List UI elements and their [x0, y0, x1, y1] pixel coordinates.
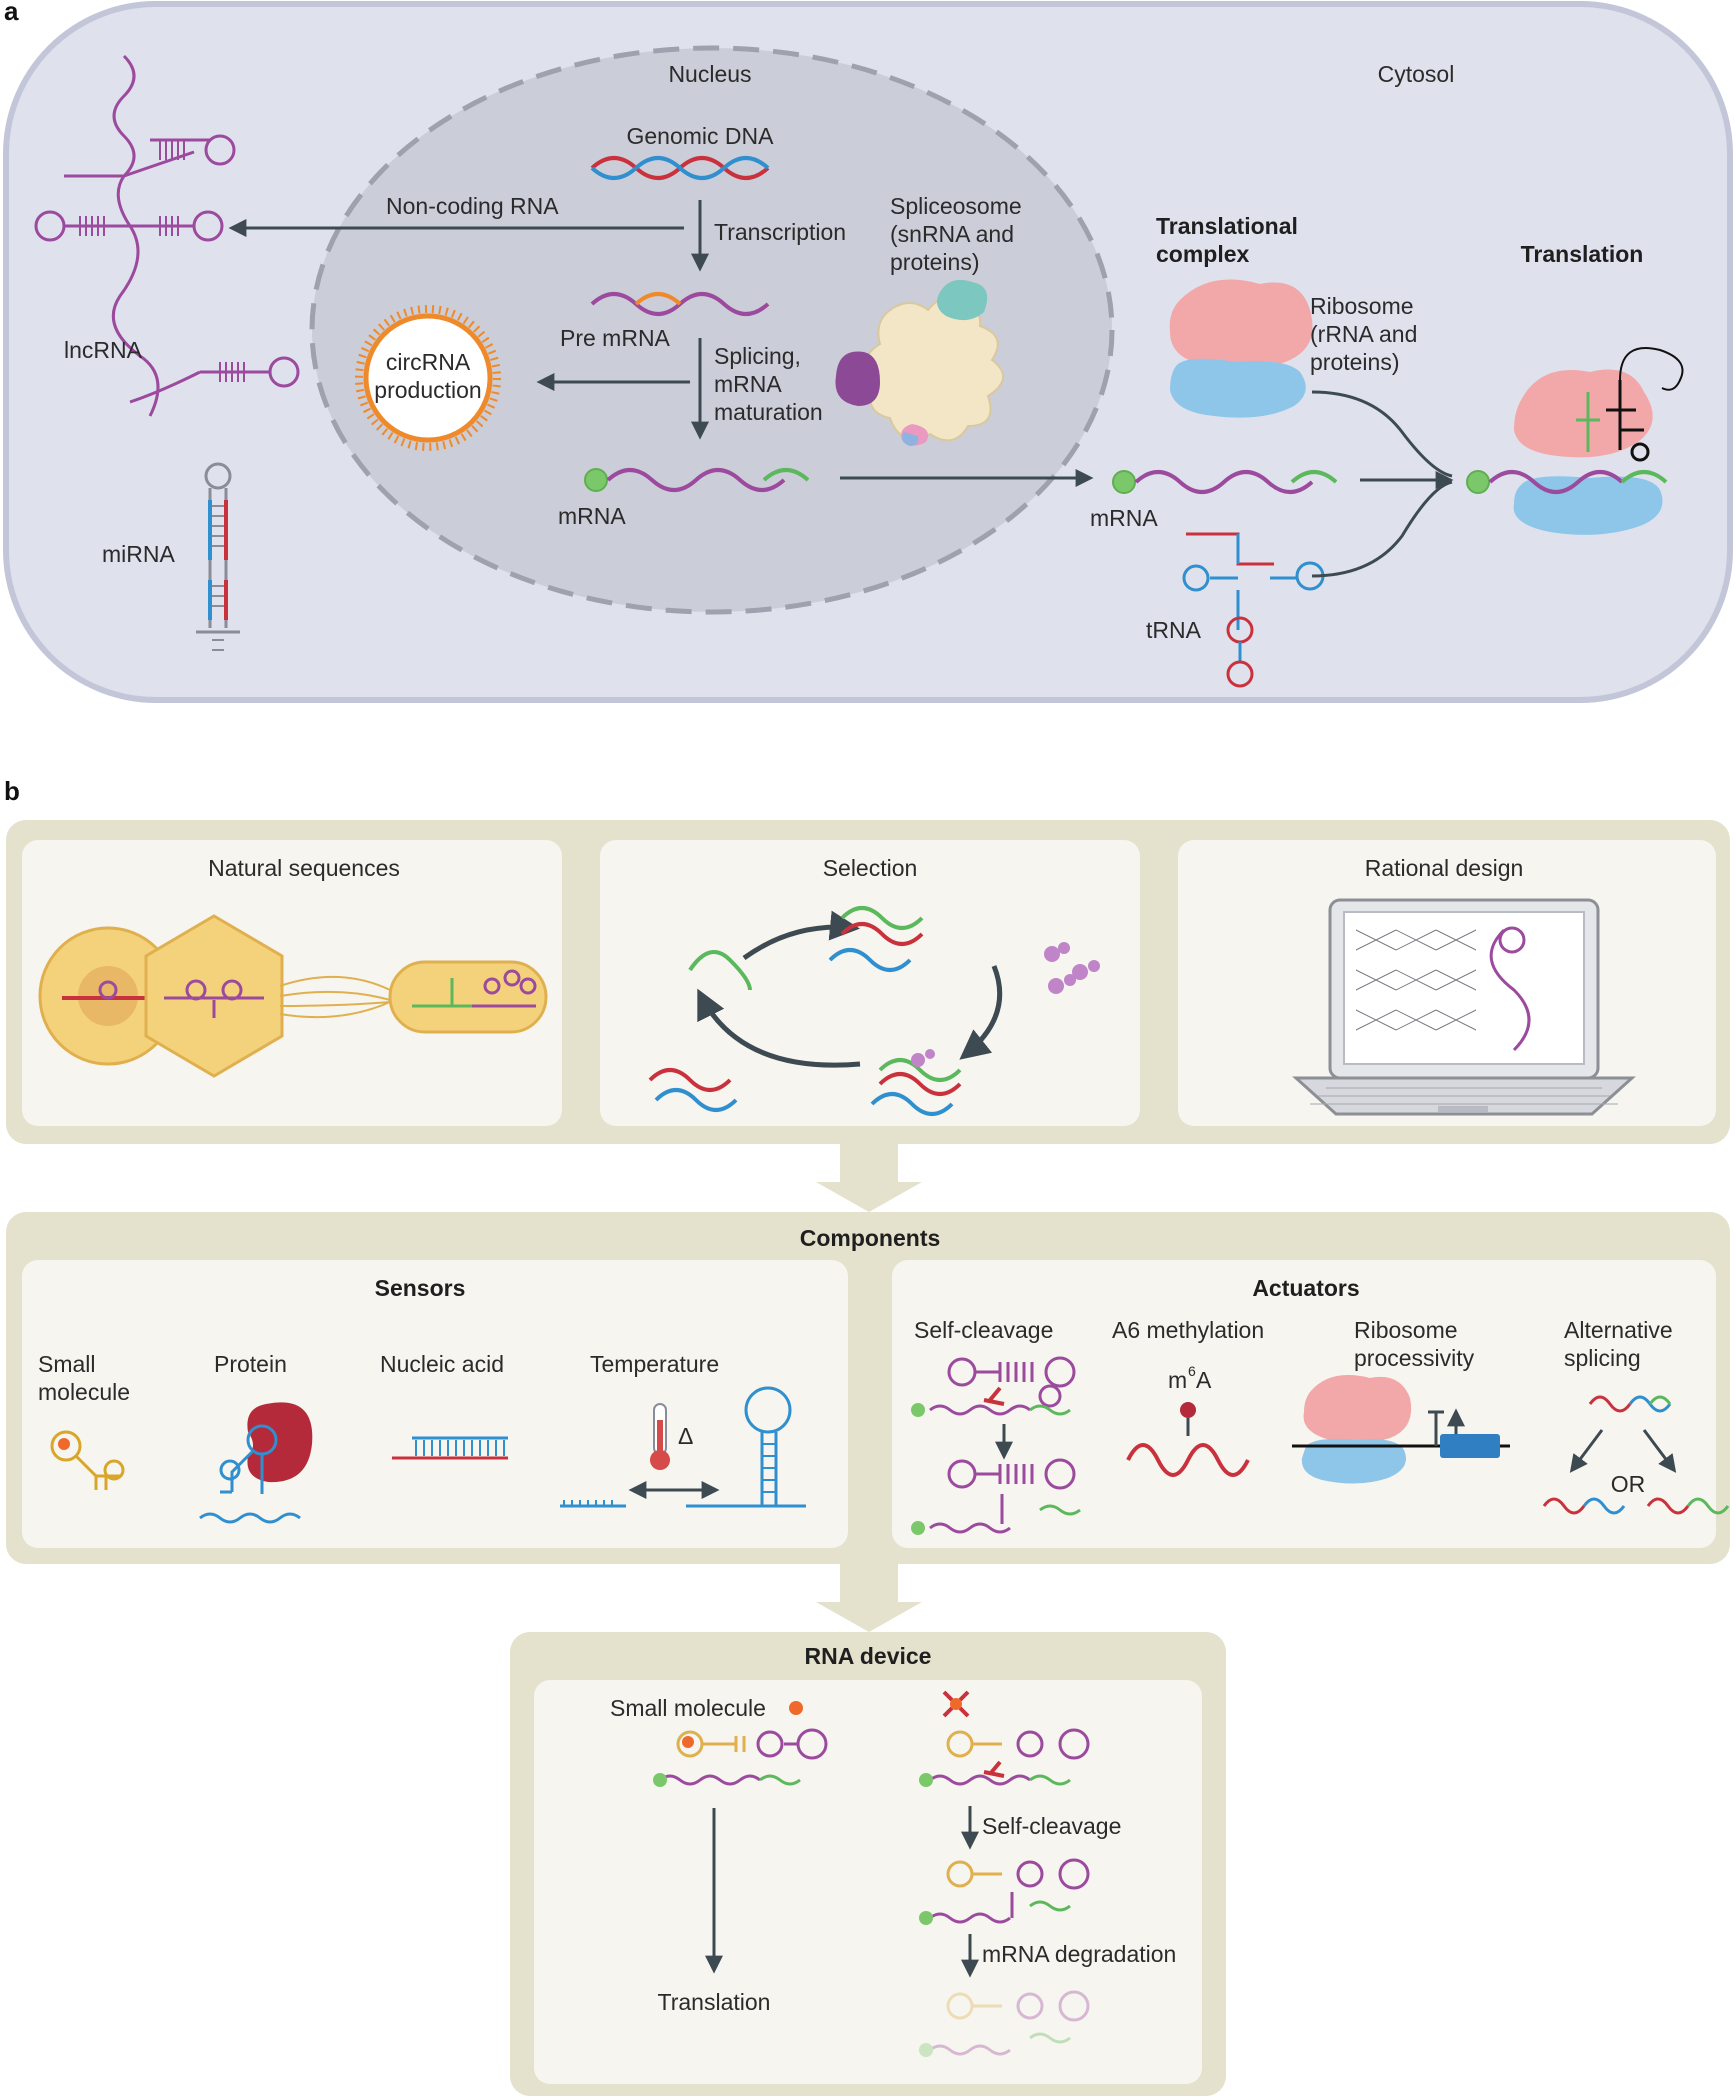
temperature-delta: Δ — [678, 1423, 693, 1449]
splicing-label-2: mRNA — [714, 371, 782, 397]
m6a-a: A — [1196, 1367, 1212, 1393]
panel-a-letter: a — [4, 0, 19, 26]
m6a-illustration: m 6 A — [1126, 1363, 1250, 1477]
m6a-m: m — [1168, 1367, 1187, 1393]
or-label: OR — [1611, 1471, 1646, 1497]
genomic-dna-label: Genomic DNA — [627, 123, 775, 149]
device-unbound-construct — [919, 1728, 1090, 1787]
nucleic-acid-sensor-icon — [392, 1436, 508, 1460]
splicing-label-1: Splicing, — [714, 343, 801, 369]
protein-sensor-icon — [199, 1402, 313, 1524]
protein-label: Protein — [214, 1351, 287, 1377]
ribosome-processivity-illustration — [1292, 1375, 1510, 1484]
trna-label: tRNA — [1146, 617, 1202, 643]
self-cleavage-label: Self-cleavage — [914, 1317, 1053, 1343]
mrna-nucleus-label: mRNA — [558, 503, 626, 529]
ribosome-illustration — [1169, 279, 1313, 418]
selection-illustration — [648, 906, 1100, 1116]
nucleus-label: Nucleus — [668, 61, 751, 87]
translation-illustration — [1466, 347, 1684, 535]
lncrna-stems — [79, 140, 245, 382]
translational-complex-label-2: complex — [1156, 241, 1250, 267]
device-no-ligand-icon — [942, 1690, 970, 1718]
rna-device-box — [534, 1680, 1202, 2084]
lncrna-illustration — [34, 54, 300, 417]
rational-design-label: Rational design — [1365, 855, 1524, 881]
device-self-cleavage-label: Self-cleavage — [982, 1813, 1121, 1839]
ribosome-processivity-label-1: Ribosome — [1354, 1317, 1458, 1343]
small-molecule-label-2: molecule — [38, 1379, 130, 1405]
mirna-label: miRNA — [102, 541, 175, 567]
alternative-splicing-label-1: Alternative — [1564, 1317, 1673, 1343]
actuators-box — [892, 1260, 1716, 1548]
components-label: Components — [800, 1225, 941, 1251]
sensors-box — [22, 1260, 848, 1548]
device-mrna-degradation-label: mRNA degradation — [982, 1941, 1176, 1967]
mrna-cytosol — [1112, 470, 1338, 494]
circrna-ring — [355, 305, 501, 451]
genomic-dna-helix — [590, 156, 770, 180]
mrna-cytosol-label: mRNA — [1090, 505, 1158, 531]
pre-mrna-intron — [634, 292, 682, 306]
m6a-superscript: 6 — [1188, 1363, 1196, 1379]
device-translation-label: Translation — [658, 1989, 771, 2015]
cytosol-label: Cytosol — [1378, 61, 1455, 87]
connector-arrow-1 — [816, 1144, 922, 1212]
non-coding-rna-label: Non-coding RNA — [386, 193, 559, 219]
natural-sequences-label: Natural sequences — [208, 855, 400, 881]
temperature-label: Temperature — [590, 1351, 719, 1377]
sensors-label: Sensors — [375, 1275, 466, 1301]
ribosome-label-3: proteins) — [1310, 349, 1399, 375]
ribosome-merge-arrow — [1311, 390, 1453, 478]
ribosome-label-1: Ribosome — [1310, 293, 1414, 319]
device-ligand-bound-construct — [653, 1701, 828, 1787]
connector-arrow-2 — [816, 1564, 922, 1632]
laptop-illustration — [1292, 898, 1636, 1116]
device-degraded-construct — [919, 1990, 1090, 2057]
pre-mrna-label: Pre mRNA — [560, 325, 671, 351]
small-molecule-label-1: Small — [38, 1351, 96, 1377]
lncrna-label: lncRNA — [64, 337, 143, 363]
translation-label: Translation — [1521, 241, 1644, 267]
alternative-splicing-illustration — [1542, 1395, 1730, 1515]
panel-b-letter: b — [4, 776, 20, 806]
circrna-label-1: circRNA — [386, 349, 471, 375]
spliceosome-label-1: Spliceosome — [890, 193, 1022, 219]
mirna-illustration — [196, 462, 240, 651]
mrna-nucleus — [584, 468, 810, 492]
selection-label: Selection — [823, 855, 918, 881]
device-small-molecule-label: Small molecule — [610, 1695, 766, 1721]
circrna-label-2: production — [374, 377, 481, 403]
rna-device-label: RNA device — [805, 1643, 932, 1669]
alternative-splicing-label-2: splicing — [1564, 1345, 1641, 1371]
nucleic-acid-label: Nucleic acid — [380, 1351, 504, 1377]
ribosome-processivity-label-2: processivity — [1354, 1345, 1475, 1371]
actuators-label: Actuators — [1252, 1275, 1359, 1301]
selection-box — [600, 840, 1140, 1126]
device-cleaved-construct — [919, 1858, 1090, 1925]
transcription-label: Transcription — [714, 219, 846, 245]
small-molecule-sensor-icon — [50, 1430, 125, 1490]
translational-complex-label-1: Translational — [1156, 213, 1298, 239]
temperature-sensor-icon — [560, 1386, 806, 1508]
self-cleavage-illustration — [911, 1356, 1081, 1535]
ribosome-label-2: (rRNA and — [1310, 321, 1417, 347]
trna-merge-arrow — [1311, 480, 1453, 578]
trna-illustration — [1182, 532, 1325, 688]
spliceosome-label-3: proteins) — [890, 249, 979, 275]
spliceosome-label-2: (snRNA and — [890, 221, 1014, 247]
nucleus — [309, 45, 1115, 615]
spliceosome-illustration — [835, 279, 1004, 446]
splicing-label-3: maturation — [714, 399, 823, 425]
a6-methylation-label: A6 methylation — [1112, 1317, 1264, 1343]
natural-sequences-illustration — [38, 914, 548, 1078]
